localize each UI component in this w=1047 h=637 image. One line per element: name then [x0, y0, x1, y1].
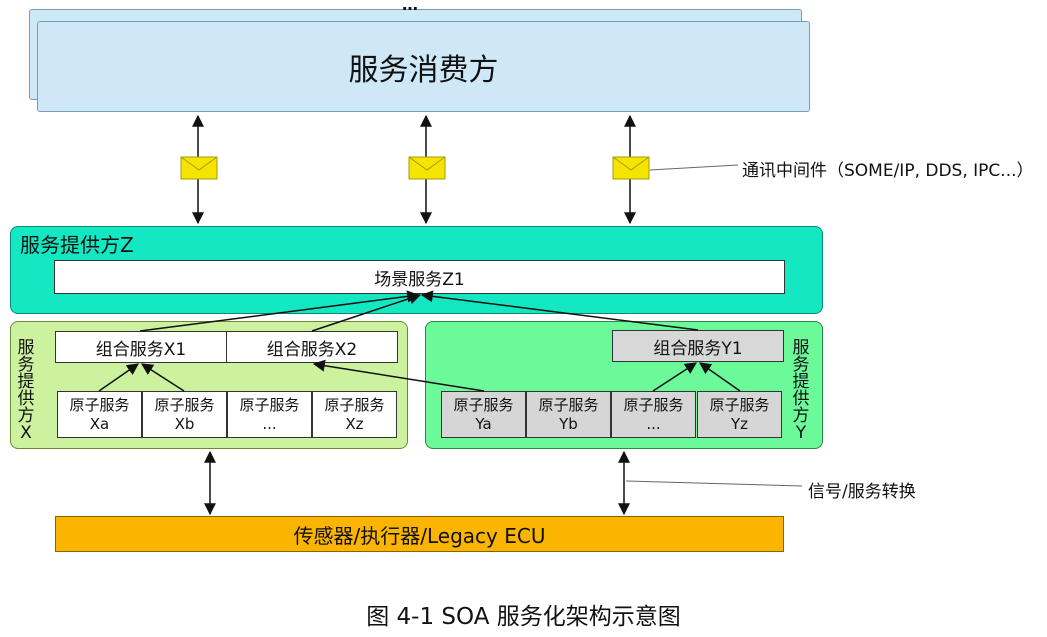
envelope-icon — [180, 156, 218, 180]
middleware-label: 通讯中间件（SOME/IP, DDS, IPC...） — [742, 161, 1034, 181]
legacy-ecu-label: 传感器/执行器/Legacy ECU — [293, 523, 546, 548]
atom-id: Xa — [89, 414, 110, 433]
provider-x-title: 服务提供方X — [15, 340, 37, 442]
atom-id: Xz — [345, 414, 364, 433]
combo-service-y1: 组合服务Y1 — [612, 330, 784, 362]
signal-conversion-label: 信号/服务转换 — [808, 482, 916, 502]
atom-id: ... — [646, 414, 661, 433]
atom-id: Yb — [559, 414, 578, 433]
atom-label: 原子服务 — [453, 395, 514, 414]
y-more-to-y1 — [652, 362, 698, 392]
atom-label: 原子服务 — [154, 395, 215, 414]
atom-id: Xb — [174, 414, 195, 433]
provider-y-title-text: 服务提供方Y — [792, 338, 810, 443]
legacy-ecu-bar: 传感器/执行器/Legacy ECU — [55, 516, 784, 552]
figure-caption: 图 4-1 SOA 服务化架构示意图 — [366, 604, 681, 630]
atom-id: Yz — [730, 414, 749, 433]
ya-to-x2 — [312, 359, 485, 392]
signal-leader — [625, 480, 803, 487]
atom-id: Ya — [475, 414, 492, 433]
xb-to-x1 — [140, 363, 185, 392]
x1-to-z1 — [139, 290, 420, 332]
consumer-stack-marker: … — [402, 0, 418, 14]
consumer-label: 服务消费方 — [348, 52, 499, 88]
envelope-icon — [408, 156, 446, 180]
atom-label: 原子服务 — [623, 395, 684, 414]
atom-id: ... — [262, 414, 277, 433]
atom-label: 原子服务 — [538, 395, 599, 414]
x2-to-z1 — [311, 292, 422, 332]
atom-service-x-more: 原子服务... — [227, 391, 312, 438]
combo-service-x1: 组合服务X1 — [55, 331, 227, 363]
combo-service-x2: 组合服务X2 — [226, 331, 398, 363]
atom-service-y-more: 原子服务... — [611, 391, 696, 438]
combo-service-y1-label: 组合服务Y1 — [653, 338, 743, 359]
combo-service-x2-label: 组合服务X2 — [266, 339, 358, 360]
atom-label: 原子服务 — [709, 395, 770, 414]
provider-x-title-text: 服务提供方X — [17, 338, 35, 443]
provider-z-title: 服务提供方Z — [20, 233, 134, 257]
atom-label: 原子服务 — [239, 395, 300, 414]
combo-service-x1-label: 组合服务X1 — [95, 339, 187, 360]
y1-to-z1 — [420, 290, 699, 331]
xa-to-x1 — [98, 363, 139, 392]
provider-y-title: 服务提供方Y — [790, 340, 812, 442]
consumer-box: 服务消费方 — [37, 21, 810, 112]
envelope-icon — [612, 156, 650, 180]
scene-service-label: 场景服务Z1 — [374, 269, 465, 290]
atom-label: 原子服务 — [324, 395, 385, 414]
atom-label: 原子服务 — [69, 395, 130, 414]
yz-to-y1 — [699, 362, 741, 392]
middleware-leader — [649, 164, 739, 171]
